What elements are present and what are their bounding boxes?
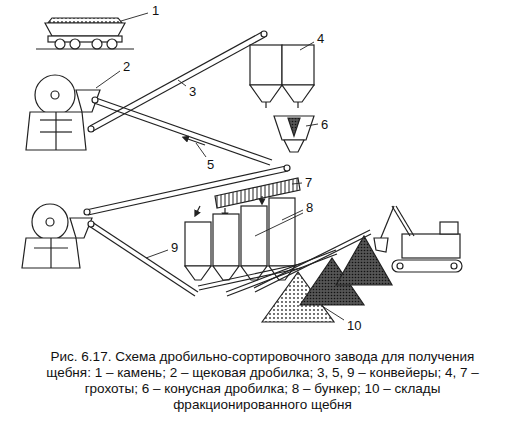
jaw-crusher: [22, 238, 80, 268]
stone-wagon: [36, 48, 134, 49]
callout-number: 10: [345, 318, 363, 333]
excavator: [396, 206, 414, 236]
bunker: [241, 206, 267, 266]
conveyor: [94, 103, 270, 165]
screen: [250, 45, 282, 85]
conveyor: [88, 126, 94, 132]
conveyor: [88, 221, 94, 227]
bunker: [185, 266, 211, 280]
callout-number: 2: [121, 59, 132, 74]
leader-line: [96, 13, 344, 320]
leader-line: [178, 80, 186, 86]
callout-number: 8: [304, 200, 315, 215]
cone-crusher: [284, 140, 304, 152]
stockpile: [336, 236, 392, 285]
leader-line: [121, 13, 148, 21]
cone-crusher: [274, 116, 314, 152]
jaw-crusher: [26, 112, 86, 150]
screen: [297, 102, 298, 108]
stone-wagon: [55, 39, 65, 49]
excavator: [402, 234, 460, 258]
callout-number: 3: [187, 84, 198, 99]
jaw-crusher: [51, 91, 59, 99]
conveyor: [92, 97, 272, 165]
screen: [282, 85, 314, 102]
excavator: [374, 206, 462, 272]
excavator: [397, 263, 403, 269]
jaw-crusher: [76, 90, 100, 112]
leader-line: [322, 306, 344, 320]
stone-wagon: [36, 18, 134, 49]
jaw-crusher: [32, 204, 68, 240]
stone-wagon: [70, 39, 80, 49]
conveyor: [284, 165, 290, 171]
conveyor: [88, 221, 198, 296]
figure-caption: Рис. 6.17. Схема дробильно-сортировочног…: [30, 349, 495, 413]
leader-line: [292, 183, 302, 184]
leader-line: [96, 71, 120, 88]
conveyor: [84, 209, 90, 215]
jaw-crusher: [70, 218, 92, 238]
jaw-crusher: [26, 75, 100, 150]
jaw-crusher: [55, 112, 56, 150]
callout-number: 5: [205, 157, 216, 172]
callout-number: 9: [169, 240, 180, 255]
bunker: [269, 198, 295, 266]
leader-line: [255, 213, 303, 236]
conveyor: [96, 98, 272, 160]
excavator: [451, 263, 457, 269]
jaw-crusher: [35, 75, 75, 115]
stone-wagon: [48, 18, 122, 23]
leader-line: [300, 42, 314, 50]
conveyor: [88, 31, 267, 132]
leader-line: [196, 143, 206, 157]
excavator: [392, 260, 462, 272]
bunker: [213, 214, 239, 266]
excavator: [380, 206, 394, 240]
screen: [265, 102, 266, 108]
excavator: [440, 222, 458, 234]
screen: [196, 206, 200, 214]
screen: [250, 45, 314, 108]
excavator: [374, 238, 388, 252]
jaw-crusher: [46, 218, 54, 226]
bunker: [185, 198, 295, 280]
conveyor: [93, 37, 265, 131]
conveyor: [92, 222, 198, 292]
conveyor: [89, 226, 195, 296]
callout-number: 1: [150, 3, 161, 18]
excavator: [392, 206, 410, 236]
cone-crusher: [288, 118, 300, 136]
jaw-crusher: [22, 204, 92, 268]
stone-wagon: [92, 39, 102, 49]
cone-crusher: [274, 116, 314, 140]
leader-line: [146, 250, 168, 258]
stockpile: [262, 236, 392, 322]
conveyor: [261, 31, 267, 37]
bunker: [185, 222, 211, 266]
conveyor: [90, 32, 262, 126]
conveyor: [92, 97, 98, 103]
leader-line: [306, 124, 318, 126]
stone-wagon: [45, 23, 125, 36]
stone-wagon: [107, 39, 117, 49]
callout-number: 7: [303, 175, 314, 190]
conveyor: [185, 138, 205, 145]
callout-number: 6: [319, 117, 330, 132]
screen: [282, 45, 314, 85]
screen: [261, 196, 262, 202]
callout-number: 4: [315, 31, 326, 46]
jaw-crusher: [50, 238, 51, 268]
screen: [250, 85, 282, 102]
